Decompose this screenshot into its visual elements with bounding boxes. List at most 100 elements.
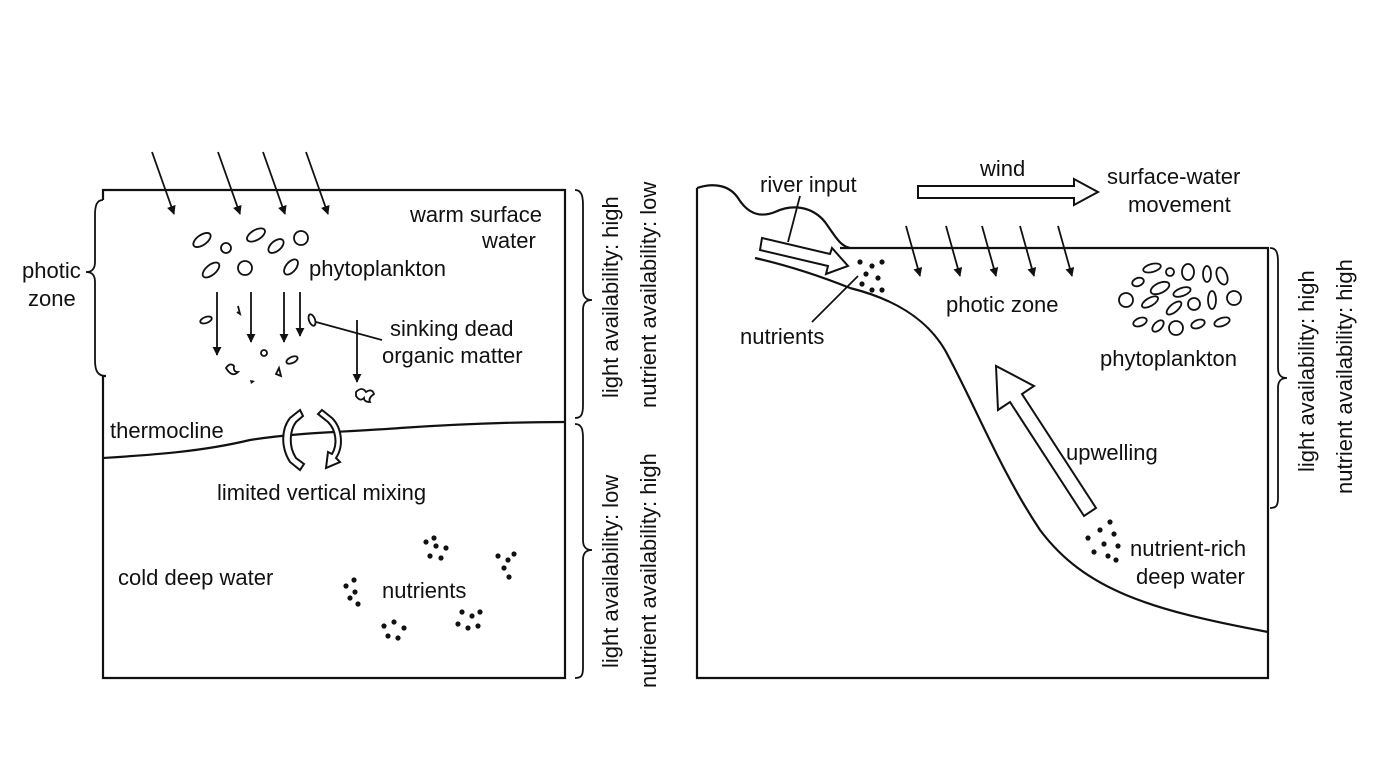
nutrient-dot xyxy=(1085,535,1091,541)
nutrient-dot xyxy=(443,545,449,551)
nutrients-leader xyxy=(811,275,859,323)
sunlight-arrow xyxy=(945,225,963,277)
phytoplankton-cell xyxy=(201,261,221,279)
phytoplankton-cell xyxy=(1202,265,1212,283)
sunlight-arrow xyxy=(305,151,330,215)
sunlight-arrow xyxy=(217,151,242,215)
phytoplankton-cell xyxy=(192,232,212,248)
nutrient-dot xyxy=(859,281,865,287)
nutrient-dot xyxy=(459,609,465,615)
river-channel xyxy=(754,256,851,290)
organic-particle xyxy=(355,388,376,403)
nutrients-label-right: nutrients xyxy=(740,324,824,349)
nutrient-dot xyxy=(869,287,875,293)
nutrient-dot xyxy=(1091,549,1097,555)
sunlight-arrow xyxy=(262,151,287,215)
nutrient-dot xyxy=(427,553,433,559)
organic-particle xyxy=(199,315,213,325)
phytoplankton-cell xyxy=(237,260,253,276)
nutrient-dot xyxy=(863,271,869,277)
nutrient-dot xyxy=(1111,531,1117,537)
nutrient-dot xyxy=(465,625,471,631)
sinking-leader-line xyxy=(315,321,383,341)
nutrient-rich-label-1: nutrient-rich xyxy=(1130,536,1246,561)
seafloor xyxy=(849,286,1269,634)
nutrient-dot xyxy=(423,539,429,545)
right-panel: wind surface-water movement river input … xyxy=(695,156,1357,680)
nutrient-dot xyxy=(431,535,437,541)
photic-label-1: photic xyxy=(22,258,81,283)
nutrient-dot xyxy=(869,263,875,269)
nutrient-dot xyxy=(347,595,353,601)
left-panel: warm surface water phytoplankton photic … xyxy=(22,151,661,688)
nutrient-dot xyxy=(455,621,461,627)
phytoplankton-cells-right xyxy=(1118,262,1242,336)
upwelling-label: upwelling xyxy=(1066,440,1158,465)
warm-surface-label-1: warm surface xyxy=(409,202,542,227)
nutrient-dot xyxy=(875,275,881,281)
organic-matter-bits xyxy=(199,305,376,403)
nutrient-dot xyxy=(1113,557,1119,563)
sunlight-arrow xyxy=(905,225,923,277)
phytoplankton-cell xyxy=(293,230,309,246)
nutrient-dot xyxy=(438,555,444,561)
phytoplankton-cell xyxy=(1181,263,1195,281)
right-zone-brace xyxy=(1269,247,1288,509)
organic-particle xyxy=(260,349,268,357)
river-input-arrow xyxy=(758,236,850,276)
organic-particle xyxy=(285,355,299,365)
nutrient-dot xyxy=(433,543,439,549)
phytoplankton-cell xyxy=(1149,280,1171,296)
phytoplankton-cell xyxy=(1213,316,1231,328)
phytoplankton-cell xyxy=(1190,318,1206,330)
phytoplankton-cell xyxy=(1132,316,1148,328)
sunlight-arrows-left xyxy=(151,151,330,215)
upper-nutrient-label: nutrient availability: low xyxy=(636,182,661,408)
mixing-label: limited vertical mixing xyxy=(217,480,426,505)
phytoplankton-label-left: phytoplankton xyxy=(309,256,446,281)
phytoplankton-cell xyxy=(1215,266,1229,286)
lower-nutrient-label: nutrient availability: high xyxy=(636,453,661,688)
river-input-label: river input xyxy=(760,172,857,197)
nutrient-dot xyxy=(505,557,511,563)
mixing-arrow-right xyxy=(316,408,342,470)
nutrient-rich-label-2: deep water xyxy=(1136,564,1245,589)
phytoplankton-cell xyxy=(267,238,285,254)
nutrient-dot xyxy=(506,574,512,580)
nutrient-dots-left xyxy=(343,535,517,641)
phytoplankton-cell xyxy=(246,227,266,243)
nutrient-dot xyxy=(391,619,397,625)
photic-label-2: zone xyxy=(28,286,76,311)
organic-particle xyxy=(274,365,283,378)
phytoplankton-cell xyxy=(1142,262,1162,274)
sunlight-arrow xyxy=(981,225,999,277)
wind-label: wind xyxy=(979,156,1025,181)
nutrient-dot xyxy=(475,623,481,629)
river-nutrient-dots xyxy=(857,259,885,293)
photic-zone-label: photic zone xyxy=(946,292,1059,317)
nutrient-dot xyxy=(879,287,885,293)
surface-movement-label-1: surface-water xyxy=(1107,164,1240,189)
sunlight-arrow xyxy=(1019,225,1037,277)
phytoplankton-cell xyxy=(1187,297,1201,311)
phytoplankton-cell xyxy=(1151,319,1165,333)
phytoplankton-cell xyxy=(1207,290,1217,310)
organic-particle xyxy=(250,380,255,384)
nutrient-dot xyxy=(469,613,475,619)
upper-light-label: light availability: high xyxy=(598,196,623,398)
nutrient-dot xyxy=(511,551,517,557)
nutrient-dot xyxy=(355,601,361,607)
nutrient-dot xyxy=(395,635,401,641)
wind-arrow xyxy=(917,177,1101,207)
phytoplankton-cell xyxy=(1131,276,1145,288)
right-nutrient-label: nutrient availability: high xyxy=(1332,259,1357,494)
nutrient-dot xyxy=(352,589,358,595)
phytoplankton-cell xyxy=(1165,300,1183,316)
organic-particle xyxy=(307,313,317,327)
cold-deep-label: cold deep water xyxy=(118,565,273,590)
nutrient-dot xyxy=(1115,543,1121,549)
phytoplankton-cell xyxy=(1168,320,1184,336)
nutrient-dot xyxy=(495,553,501,559)
lower-zone-brace xyxy=(574,423,593,679)
